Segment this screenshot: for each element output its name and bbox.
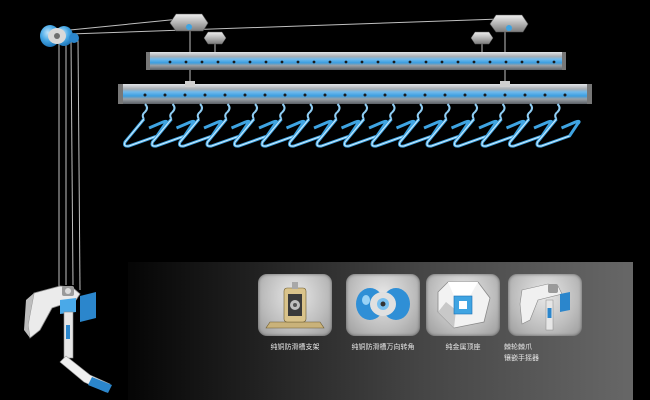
hand-crank-winder-icon — [24, 285, 112, 393]
feature-label: 棘轮棘爪 镶嵌手摇器 — [504, 343, 539, 362]
ceiling-mount-left-icon — [169, 13, 209, 32]
bracket-icon — [258, 274, 332, 336]
feature-label: 纯金属顶座 — [445, 343, 481, 351]
small-mount-right-icon — [470, 31, 494, 45]
hanger-icon — [123, 103, 169, 148]
feature-label: 纯铜防滑槽支架 — [270, 343, 320, 351]
corner-pulley-icon — [40, 25, 79, 47]
hand-crank-icon — [508, 274, 582, 336]
hanger-row — [123, 103, 581, 148]
top-mount-icon — [426, 274, 500, 336]
hanger-icon — [535, 103, 581, 148]
feature-label: 纯铜防滑槽万向转角 — [351, 343, 415, 351]
feature-panel: 纯铜防滑槽支架 纯铜防滑槽万向转角 纯金属顶座 — [128, 262, 633, 400]
upper-drying-rail — [146, 52, 566, 70]
small-mount-left-icon — [203, 31, 227, 45]
pulley-icon — [346, 274, 420, 336]
lower-drying-rail — [118, 81, 592, 104]
ceiling-mount-right-icon — [489, 14, 529, 33]
